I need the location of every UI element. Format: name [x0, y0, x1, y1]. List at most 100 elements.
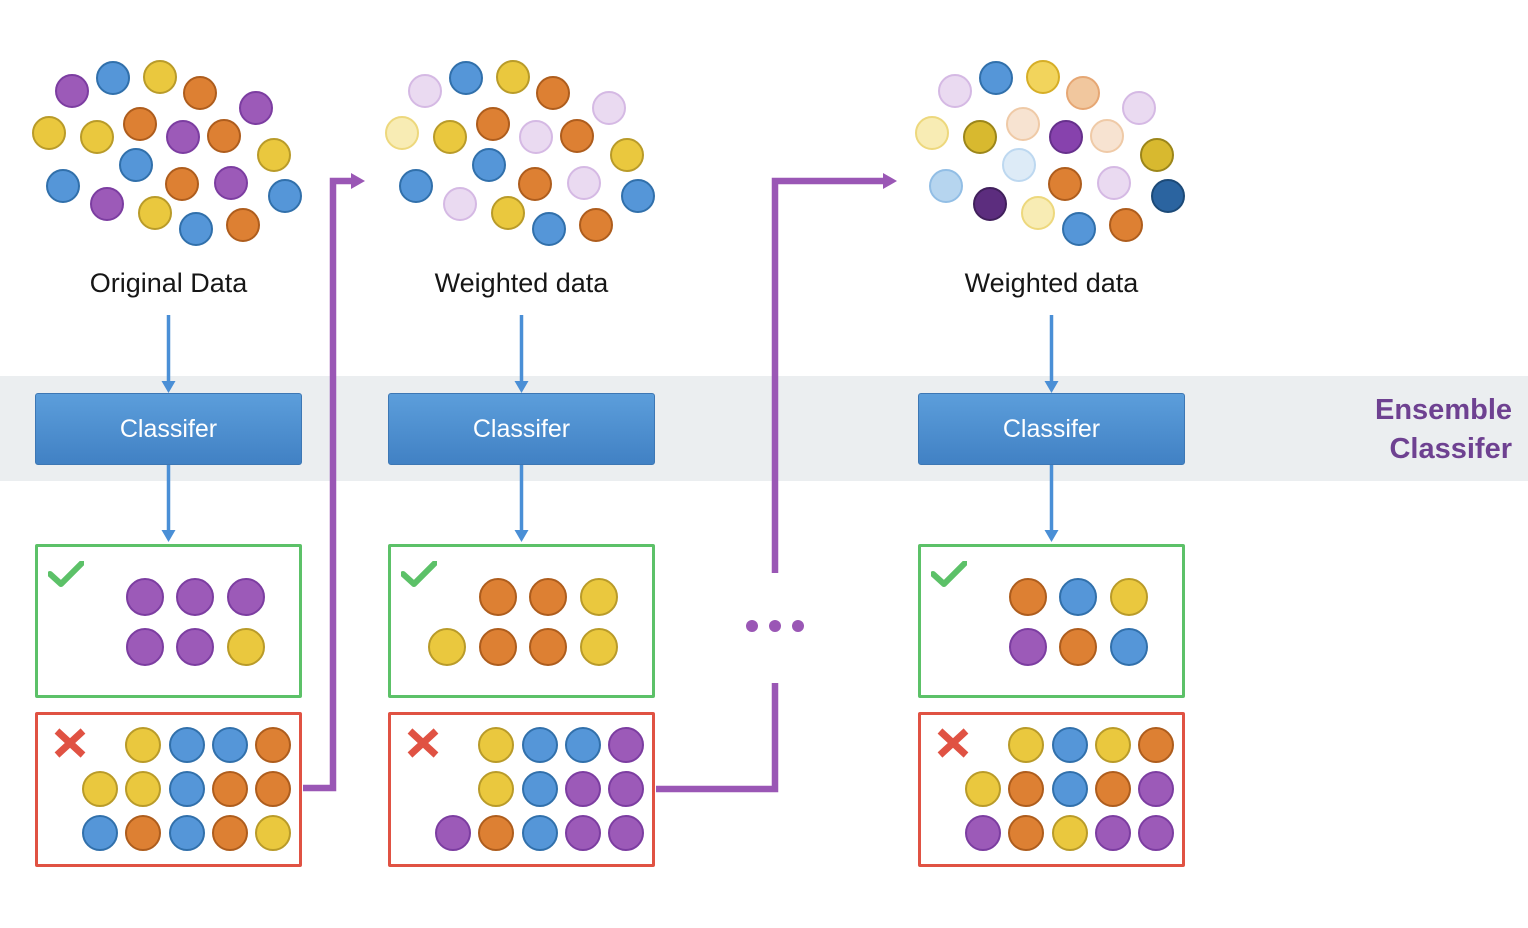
incorrect-circle: [255, 771, 291, 807]
correct-circle: [227, 628, 265, 666]
cluster-circle: [532, 212, 566, 246]
incorrect-circle: [255, 815, 291, 851]
incorrect-circle: [125, 815, 161, 851]
correct-circle: [1059, 578, 1097, 616]
cluster-circle: [408, 74, 442, 108]
cluster-circle: [1109, 208, 1143, 242]
incorrect-circle: [565, 727, 601, 763]
check-icon: [48, 561, 84, 587]
incorrect-circle: [435, 815, 471, 851]
ellipsis-dot: [792, 620, 804, 632]
correct-box: [388, 544, 655, 698]
incorrect-circle: [1138, 815, 1174, 851]
incorrect-circle: [255, 727, 291, 763]
incorrect-circle: [1138, 771, 1174, 807]
cluster-circle: [963, 120, 997, 154]
cluster-circle: [621, 179, 655, 213]
classifier-to-result-arrowhead: [1044, 530, 1059, 542]
classifier-button: Classifer: [388, 393, 655, 465]
cluster-circle: [519, 120, 553, 154]
cluster-circle: [536, 76, 570, 110]
cluster-circle: [385, 116, 419, 150]
incorrect-circle: [965, 771, 1001, 807]
incorrect-circle: [522, 727, 558, 763]
x-icon: [937, 728, 969, 758]
incorrect-circle: [1008, 727, 1044, 763]
feedback-arrow-2-lower: [656, 683, 779, 793]
incorrect-circle: [169, 771, 205, 807]
classifier-to-result-arrowhead: [514, 530, 529, 542]
incorrect-circle: [1095, 771, 1131, 807]
incorrect-circle: [965, 815, 1001, 851]
incorrect-circle: [212, 815, 248, 851]
incorrect-circle: [565, 815, 601, 851]
correct-circle: [227, 578, 265, 616]
correct-circle: [1009, 628, 1047, 666]
cluster-circle: [433, 120, 467, 154]
incorrect-circle: [169, 727, 205, 763]
cluster-circle: [55, 74, 89, 108]
correct-circle: [1110, 628, 1148, 666]
incorrect-circle: [478, 815, 514, 851]
correct-circle: [479, 628, 517, 666]
incorrect-circle: [125, 727, 161, 763]
cluster-circle: [443, 187, 477, 221]
incorrect-circle: [1008, 771, 1044, 807]
cluster-circle: [46, 169, 80, 203]
incorrect-circle: [212, 771, 248, 807]
ensemble-classifier-label: Ensemble Classifer: [1232, 391, 1512, 469]
cluster-circle: [973, 187, 1007, 221]
cluster-circle: [399, 169, 433, 203]
correct-box: [35, 544, 302, 698]
incorrect-circle: [82, 815, 118, 851]
x-icon: [54, 728, 86, 758]
incorrect-circle: [608, 727, 644, 763]
correct-circle: [176, 578, 214, 616]
classifier-button: Classifer: [35, 393, 302, 465]
feedback-arrowhead-2: [883, 173, 897, 189]
cluster-circle: [183, 76, 217, 110]
column-label: Original Data: [89, 268, 248, 298]
cluster-circle: [979, 61, 1013, 95]
cluster-circle: [1006, 107, 1040, 141]
incorrect-circle: [212, 727, 248, 763]
incorrect-circle: [1138, 727, 1174, 763]
column-label: Weighted data: [964, 268, 1139, 298]
correct-circle: [529, 628, 567, 666]
incorrect-circle: [478, 727, 514, 763]
ensemble-label-line1: Ensemble: [1375, 394, 1512, 426]
cluster-circle: [90, 187, 124, 221]
correct-circle: [479, 578, 517, 616]
cluster-circle: [1021, 196, 1055, 230]
correct-circle: [126, 578, 164, 616]
incorrect-circle: [82, 771, 118, 807]
cluster-circle: [491, 196, 525, 230]
cluster-circle: [179, 212, 213, 246]
incorrect-circle: [1095, 815, 1131, 851]
correct-circle: [176, 628, 214, 666]
incorrect-circle: [1008, 815, 1044, 851]
cluster-circle: [96, 61, 130, 95]
cluster-circle: [915, 116, 949, 150]
cluster-circle: [560, 119, 594, 153]
correct-circle: [1059, 628, 1097, 666]
incorrect-circle: [1095, 727, 1131, 763]
feedback-arrowhead-1: [351, 173, 365, 189]
cluster-circle: [1122, 91, 1156, 125]
cluster-circle: [1049, 120, 1083, 154]
cluster-circle: [579, 208, 613, 242]
correct-circle: [1009, 578, 1047, 616]
cluster-circle: [496, 60, 530, 94]
classifier-button: Classifer: [918, 393, 1185, 465]
incorrect-circle: [169, 815, 205, 851]
cluster-circle: [1097, 166, 1131, 200]
cluster-circle: [518, 167, 552, 201]
cluster-circle: [567, 166, 601, 200]
ellipsis-dot: [769, 620, 781, 632]
cluster-circle: [138, 196, 172, 230]
correct-circle: [428, 628, 466, 666]
ensemble-label-line2: Classifer: [1389, 433, 1512, 465]
cluster-circle: [207, 119, 241, 153]
cluster-circle: [472, 148, 506, 182]
cluster-circle: [257, 138, 291, 172]
